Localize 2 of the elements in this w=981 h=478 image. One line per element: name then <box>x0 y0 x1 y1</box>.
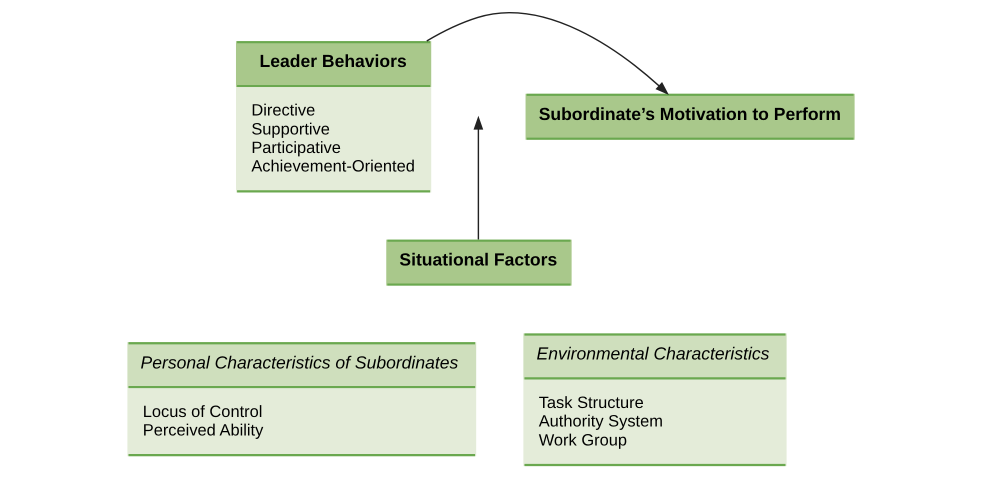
arrow <box>426 12 668 95</box>
arrow <box>473 116 483 240</box>
